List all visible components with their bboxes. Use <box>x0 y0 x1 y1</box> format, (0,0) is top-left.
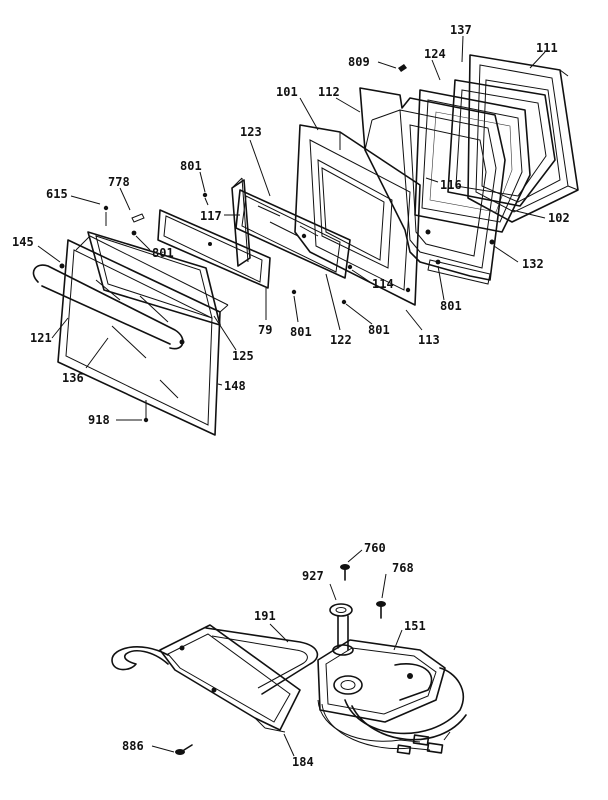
part-137-inner-frame <box>447 79 556 207</box>
callout-101: 101 <box>276 85 298 99</box>
callout-112: 112 <box>318 85 340 99</box>
door-screws <box>103 64 441 423</box>
callout-778: 778 <box>108 175 130 189</box>
part-191-lever <box>205 627 319 695</box>
part-112-door-liner <box>359 87 506 285</box>
latch-hook <box>111 646 169 671</box>
callout-151: 151 <box>404 619 426 633</box>
part-111-rear-frame <box>467 54 579 223</box>
leader-lines <box>37 35 546 757</box>
callout-768: 768 <box>392 561 414 575</box>
part-148-outer-door <box>57 235 229 436</box>
part-927-washer <box>329 603 353 617</box>
callout-102: 102 <box>548 211 570 225</box>
part-117-support <box>231 179 251 267</box>
callout-117: 117 <box>200 209 222 223</box>
door-lock-assembly <box>111 564 467 755</box>
callout-801-a: 801 <box>180 159 202 173</box>
callout-148: 148 <box>224 379 246 393</box>
callout-801-b: 801 <box>152 246 174 260</box>
callout-111: 111 <box>536 41 558 55</box>
callout-125: 125 <box>232 349 254 363</box>
callout-122: 122 <box>330 333 352 347</box>
callout-184: 184 <box>292 755 314 769</box>
wire-harness <box>317 667 467 755</box>
callout-801-e: 801 <box>368 323 390 337</box>
callout-121: 121 <box>30 331 52 345</box>
callout-123: 123 <box>240 125 262 139</box>
part-136-door-handle <box>32 263 185 350</box>
lock-screws <box>175 564 386 755</box>
callout-801-c: 801 <box>440 299 462 313</box>
part-151-switch-housing <box>317 639 446 723</box>
callout-918: 918 <box>88 413 110 427</box>
callout-79: 79 <box>258 323 272 337</box>
callout-113: 113 <box>418 333 440 347</box>
oven-door-assembly <box>32 54 579 436</box>
callout-760: 760 <box>364 541 386 555</box>
callout-145: 145 <box>12 235 34 249</box>
callout-132: 132 <box>522 257 544 271</box>
callout-124: 124 <box>424 47 446 61</box>
part-184-latch-bar <box>159 624 301 733</box>
part-101-inner-panel <box>294 124 421 306</box>
callout-809: 809 <box>348 55 370 69</box>
callout-136: 136 <box>62 371 84 385</box>
callout-927: 927 <box>302 569 324 583</box>
callout-801-d: 801 <box>290 325 312 339</box>
part-79-baffle <box>157 177 271 289</box>
cam-stem <box>332 615 354 656</box>
callout-labels: 137 111 809 124 101 112 123 801 116 615 … <box>12 23 570 769</box>
callout-191: 191 <box>254 609 276 623</box>
callout-114: 114 <box>372 277 394 291</box>
callout-615: 615 <box>46 187 68 201</box>
callout-137: 137 <box>450 23 472 37</box>
part-123-window-glass <box>235 189 351 279</box>
callout-886: 886 <box>122 739 144 753</box>
callout-116: 116 <box>440 178 462 192</box>
